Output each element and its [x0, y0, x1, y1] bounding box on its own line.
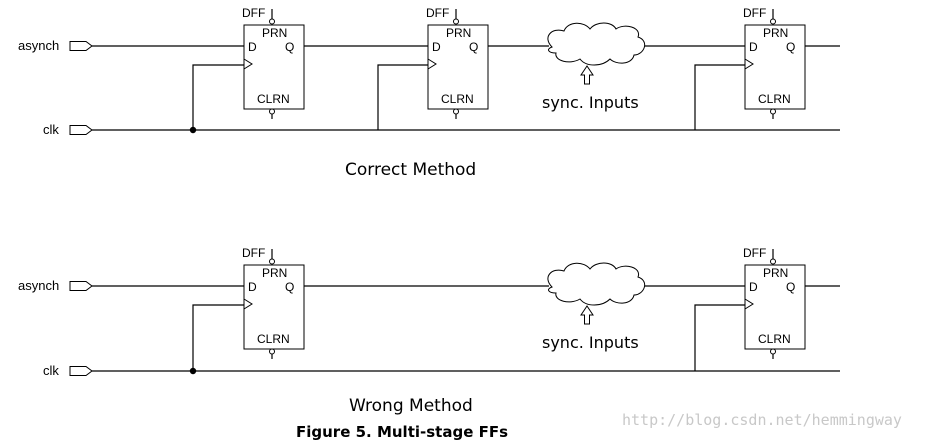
figure-caption: Figure 5. Multi-stage FFs — [296, 423, 508, 440]
dff-2-top-prn: PRN — [446, 26, 471, 40]
wrong-method-circuit: asynch clk DFF PRN D Q CLRN DFF PRN D Q … — [18, 246, 840, 416]
dff-2-top-type: DFF — [426, 6, 449, 20]
correct-method-caption: Correct Method — [345, 160, 476, 180]
dff-2-top-d: D — [432, 40, 441, 54]
dff-1-bottom-q: Q — [285, 280, 294, 294]
dff-3-top-d: D — [749, 40, 758, 54]
clk-port-top — [69, 125, 93, 135]
clk-junction-top — [189, 126, 197, 134]
dff-1-bottom-clrn: CLRN — [257, 332, 290, 346]
sync-inputs-label-bottom: sync. Inputs — [542, 333, 639, 352]
dff-2-top-clrn: CLRN — [441, 92, 474, 106]
dff-2-bottom-clrn: CLRN — [758, 332, 791, 346]
dff-2-bottom-q: Q — [786, 280, 795, 294]
dff-2-bottom-prn: PRN — [763, 266, 788, 280]
asynch-label-top: asynch — [18, 38, 59, 53]
clk-label-top: clk — [43, 122, 59, 137]
sync-inputs-cloud-bottom — [547, 262, 646, 306]
sync-inputs-label-top: sync. Inputs — [542, 93, 639, 112]
dff-3-top-prn: PRN — [763, 26, 788, 40]
dff-1-top-clrn: CLRN — [257, 92, 290, 106]
dff-3-top-clrn: CLRN — [758, 92, 791, 106]
dff-1-bottom-type: DFF — [242, 246, 265, 260]
dff-1-bottom-prn: PRN — [262, 266, 287, 280]
sync-input-arrow-bottom — [580, 305, 594, 325]
dff-2-top-q: Q — [469, 40, 478, 54]
wrong-method-caption: Wrong Method — [349, 396, 473, 416]
dff-2-bottom-d: D — [749, 280, 758, 294]
clk-junction-bottom — [189, 367, 197, 375]
dff-1-top-q: Q — [285, 40, 294, 54]
watermark: http://blog.csdn.net/hemmingway — [622, 411, 902, 429]
sync-input-arrow-top — [580, 65, 594, 85]
clk-port-bottom — [69, 366, 93, 376]
dff-1-bottom-d: D — [248, 280, 257, 294]
asynch-port-top — [69, 41, 93, 51]
clk-label-bottom: clk — [43, 363, 59, 378]
correct-method-circuit: asynch clk DFF PRN D Q CLRN DFF PRN D Q … — [18, 6, 840, 180]
dff-1-top-type: DFF — [242, 6, 265, 20]
asynch-port-bottom — [69, 281, 93, 291]
asynch-label-bottom: asynch — [18, 278, 59, 293]
sync-inputs-cloud-top — [547, 22, 646, 66]
dff-2-bottom-type: DFF — [743, 246, 766, 260]
dff-3-top-type: DFF — [743, 6, 766, 20]
dff-3-top-q: Q — [786, 40, 795, 54]
dff-1-top-d: D — [248, 40, 257, 54]
dff-1-top-prn: PRN — [262, 26, 287, 40]
